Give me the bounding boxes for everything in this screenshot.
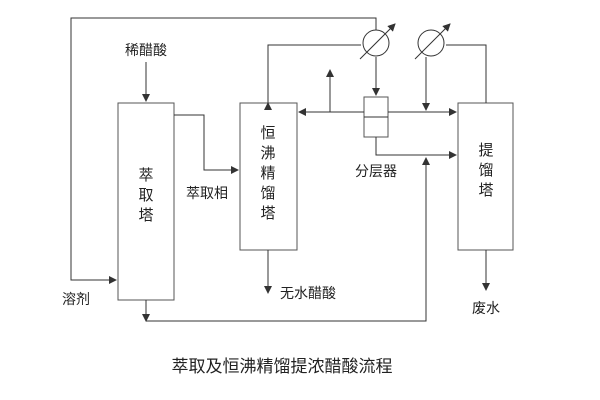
azeotrope-vapor-line	[264, 44, 361, 110]
extraction-tower-char-2: 取	[138, 186, 153, 204]
solvent-recycle-line	[70, 17, 377, 284]
stripping-vapor-line	[446, 44, 487, 103]
condenser-left-icon	[359, 23, 396, 60]
solvent-label: 溶剂	[62, 292, 90, 308]
extraction-tower-char-1: 萃	[138, 166, 153, 184]
stripping-tower-char-3: 塔	[478, 181, 493, 199]
stripping-tower-char-1: 提	[478, 141, 493, 159]
azeotropic-distillation-column	[239, 102, 298, 251]
extract-phase-label: 萃取相	[186, 186, 228, 202]
wastewater-label: 废水	[472, 301, 500, 317]
anhydrous-acetic-acid-label: 无水醋酸	[280, 286, 336, 302]
extraction-tower-char-3: 塔	[138, 206, 153, 224]
azeotropic-column-char-4: 馏	[260, 184, 275, 202]
extract-phase-flow-arrow	[174, 114, 239, 174]
azeotropic-column-char-3: 精	[260, 164, 275, 182]
condenser-right-icon	[414, 23, 451, 60]
diagram-caption: 萃取及恒沸精馏提浓醋酸流程	[172, 357, 393, 377]
azeotropic-column-char-5: 塔	[260, 204, 275, 222]
extraction-tower	[117, 102, 175, 301]
azeotropic-column-char-2: 沸	[260, 144, 275, 162]
separator-label: 分层器	[355, 164, 397, 180]
dilute-acetic-acid-label: 稀醋酸	[125, 43, 167, 59]
water-phase-line	[375, 137, 457, 159]
stripping-tower-char-2: 馏	[478, 161, 493, 179]
raffinate-transfer-line	[146, 157, 430, 322]
azeotropic-column-char-1: 恒	[260, 124, 275, 142]
